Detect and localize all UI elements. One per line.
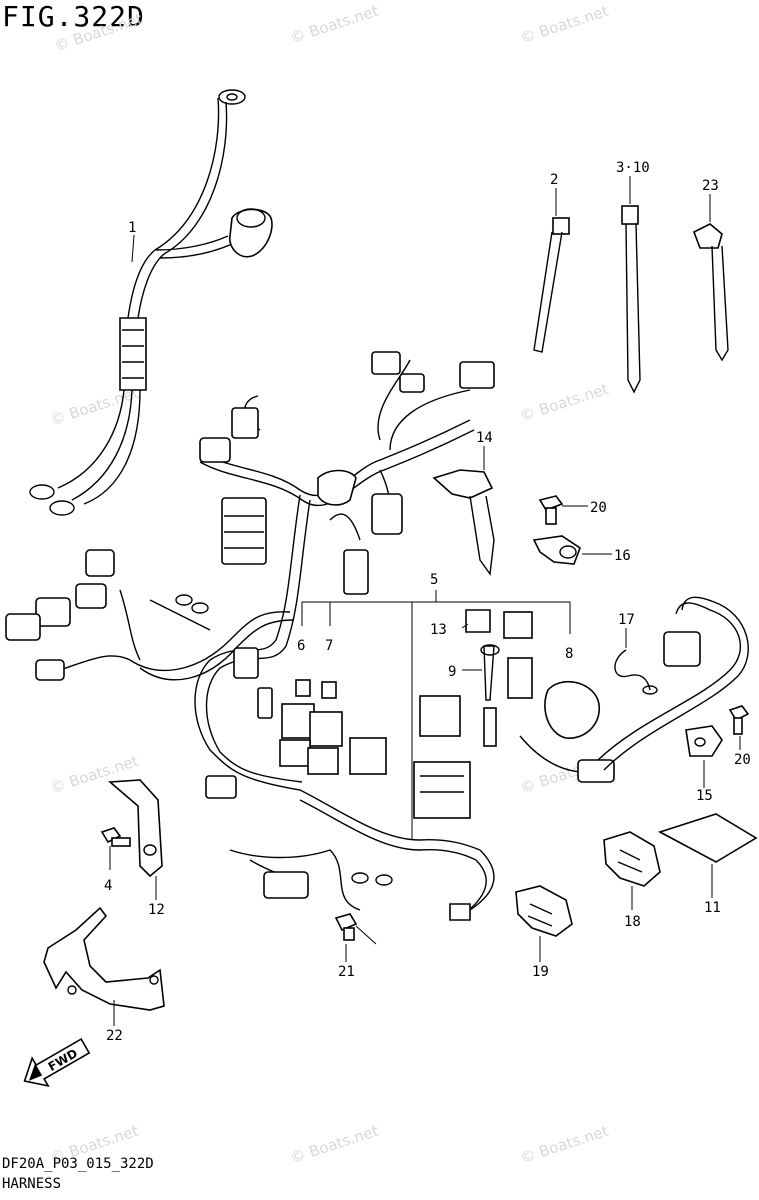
fwd-arrow-icon: FWD [23, 1037, 91, 1087]
callout-15: 15 [696, 788, 713, 804]
part-2-cable-tie: 2 [533, 172, 570, 353]
callout-8: 8 [565, 646, 573, 662]
part-17-tie-strap: 17 [614, 612, 658, 695]
part-23-cable-clamp: 23 [692, 178, 729, 362]
part-21-bolt: 21 [334, 913, 377, 980]
part-4-bolt: 4 [100, 827, 131, 894]
callout-12: 12 [148, 902, 165, 918]
part-3-cable-tie: 3·10 [616, 160, 650, 394]
callout-23: 23 [702, 178, 719, 194]
callout-6: 6 [297, 638, 305, 654]
callout-21: 21 [338, 964, 355, 980]
part-19-clip: 19 [515, 885, 573, 980]
part-20-bolt-upper: 20 [538, 495, 607, 525]
relay-and-fuse-assembly: 13 9 [279, 596, 749, 819]
callout-20-upper: 20 [590, 500, 607, 516]
main-wiring-harness [59, 359, 495, 915]
callout-3: 3·10 [616, 160, 650, 176]
callout-18: 18 [624, 914, 641, 930]
callout-7: 7 [325, 638, 333, 654]
callout-16: 16 [614, 548, 631, 564]
part-20-bolt-lower: 20 [728, 705, 751, 768]
callout-13: 13 [430, 622, 447, 638]
callout-14: 14 [476, 430, 493, 446]
figure-code: DF20A_P03_015_322D [2, 1156, 154, 1172]
part-5-group: 5 6 7 8 [297, 572, 573, 840]
callout-22: 22 [106, 1028, 123, 1044]
callout-1: 1 [128, 220, 136, 236]
callout-4: 4 [104, 878, 112, 894]
callout-9: 9 [448, 664, 456, 680]
callout-20-lower: 20 [734, 752, 751, 768]
callout-2: 2 [550, 172, 558, 188]
part-15-bracket: 15 [685, 725, 723, 804]
part-12-stay: 12 [107, 779, 165, 918]
callout-19: 19 [532, 964, 549, 980]
callout-17: 17 [618, 612, 635, 628]
part-22-bracket: 22 [43, 906, 165, 1044]
callout-5: 5 [430, 572, 438, 588]
part-11-sheet: 11 [657, 813, 758, 916]
part-16-clamp: 16 [532, 535, 631, 565]
part-18-clip: 18 [603, 831, 661, 930]
figure-title: FIG.322D [2, 0, 145, 33]
figure-name: HARNESS [2, 1176, 62, 1192]
part-1-battery-cable: 1 [29, 89, 273, 516]
callout-11: 11 [704, 900, 721, 916]
harness-connectors [5, 351, 495, 921]
part-14-bracket: 14 [432, 430, 495, 576]
